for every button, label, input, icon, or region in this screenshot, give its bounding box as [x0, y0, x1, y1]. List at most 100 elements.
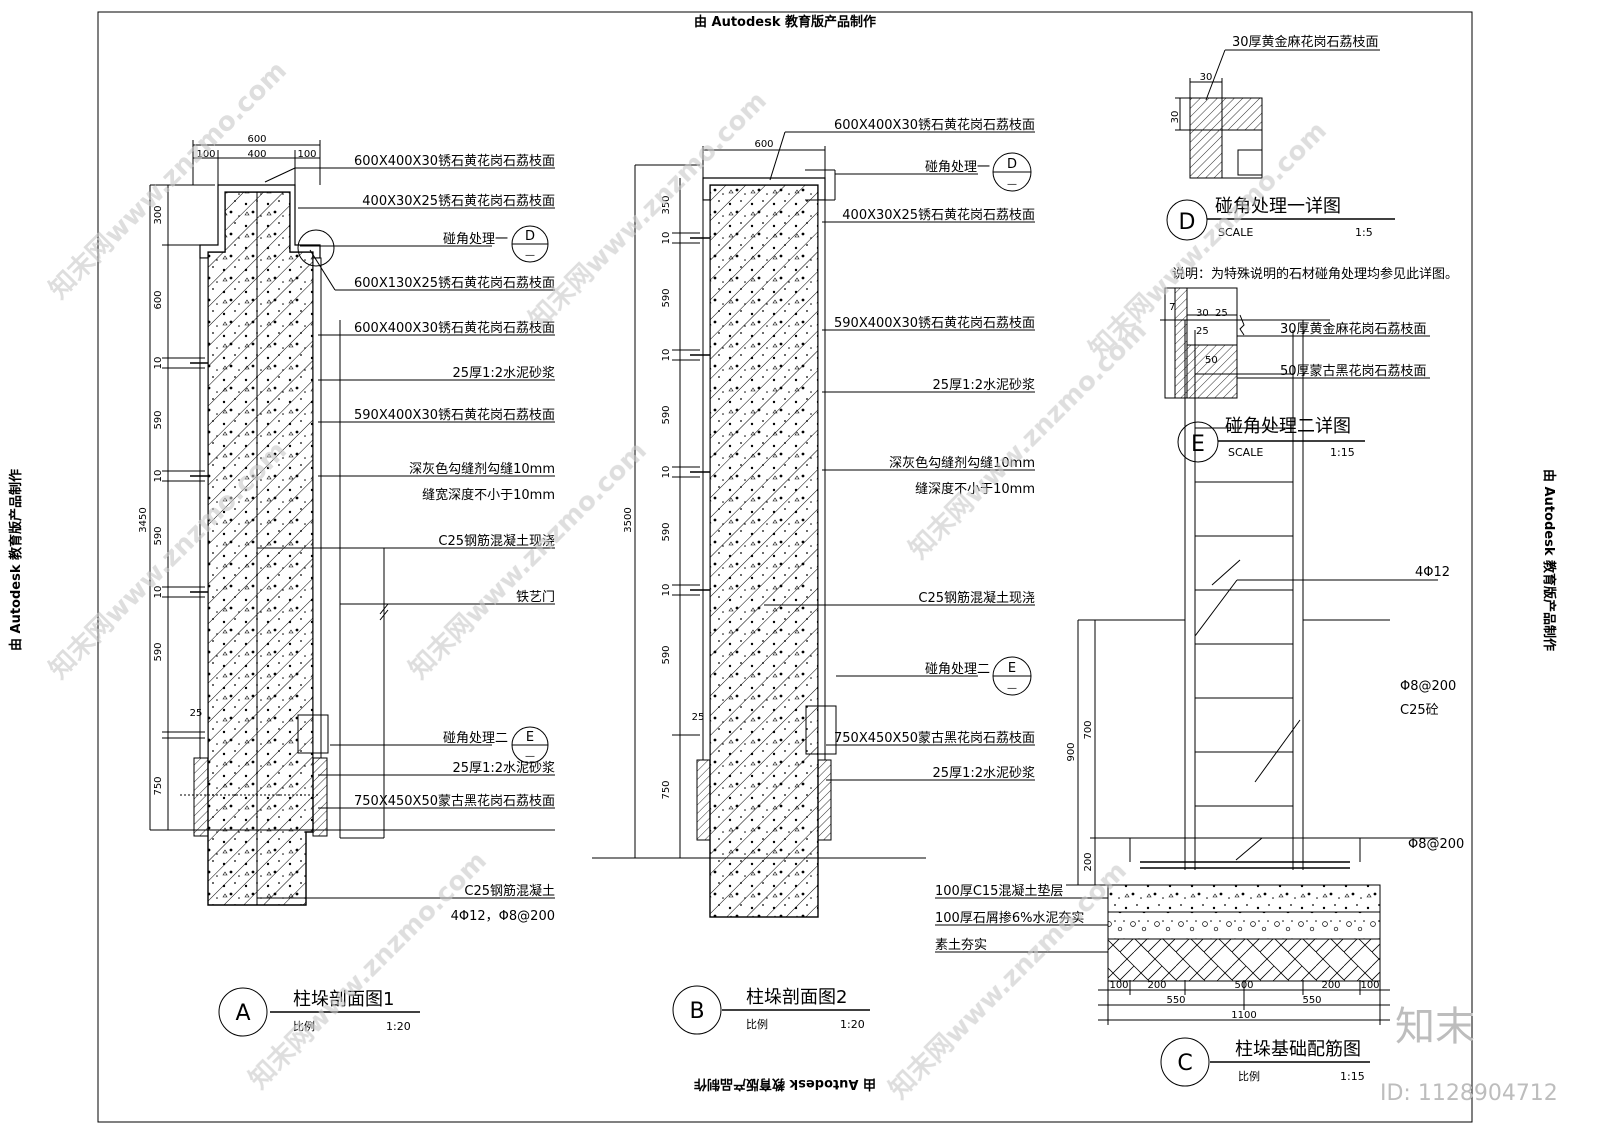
svg-text:25厚1:2水泥砂浆: 25厚1:2水泥砂浆 [453, 761, 555, 776]
svg-text:100厚C15混凝土垫层: 100厚C15混凝土垫层 [935, 883, 1063, 899]
svg-text:50厚蒙古黑花岗石荔枝面: 50厚蒙古黑花岗石荔枝面 [1280, 363, 1427, 379]
svg-text:—: — [525, 250, 535, 261]
svg-text:100: 100 [297, 149, 316, 160]
right-watermark: 由 Autodesk 教育版产品制作 [1541, 469, 1557, 651]
svg-text:C25钢筋混凝土: C25钢筋混凝土 [464, 883, 555, 899]
callout-d-a[interactable]: D — [511, 225, 549, 263]
svg-text:25厚1:2水泥砂浆: 25厚1:2水泥砂浆 [453, 366, 555, 381]
svg-text:3450: 3450 [138, 507, 149, 532]
callout-e-a[interactable]: E — [511, 726, 549, 764]
svg-text:E: E [526, 730, 534, 745]
svg-text:590: 590 [153, 526, 164, 545]
svg-text:深灰色勾缝剂勾缝10mm: 深灰色勾缝剂勾缝10mm [409, 461, 555, 477]
bottom-watermark: 由 Autodesk 教育版产品制作 [694, 1076, 876, 1092]
callout-e-b[interactable]: E — [992, 656, 1032, 696]
svg-text:600X400X30锈石黄花岗石荔枝面: 600X400X30锈石黄花岗石荔枝面 [354, 153, 555, 169]
svg-text:100厚石屑掺6%水泥夯实: 100厚石屑掺6%水泥夯实 [935, 910, 1084, 926]
svg-text:600: 600 [247, 134, 266, 145]
svg-text:比例: 比例 [293, 1019, 315, 1033]
top-watermark: 由 Autodesk 教育版产品制作 [694, 14, 876, 30]
detail-b-section: 600 350 10 590 10 590 10 590 10 590 25 7… [592, 117, 1035, 1035]
svg-text:400: 400 [247, 149, 266, 160]
svg-text:—: — [525, 751, 535, 762]
svg-text:C25钢筋混凝土现浇: C25钢筋混凝土现浇 [438, 533, 555, 549]
svg-text:100: 100 [1360, 980, 1379, 991]
svg-text:E: E [1191, 432, 1205, 457]
svg-text:200: 200 [1147, 980, 1166, 991]
svg-text:30: 30 [1170, 111, 1181, 124]
svg-text:比例: 比例 [1238, 1069, 1260, 1083]
svg-text:25: 25 [1196, 326, 1209, 337]
svg-text:3500: 3500 [623, 507, 634, 532]
svg-text:30: 30 [1200, 72, 1213, 83]
svg-text:比例: 比例 [746, 1017, 768, 1031]
svg-text:1:5: 1:5 [1355, 226, 1373, 239]
svg-text:590: 590 [661, 645, 672, 664]
svg-text:7: 7 [1169, 302, 1175, 313]
znzmo-logo: 知末 [1395, 1004, 1475, 1050]
svg-text:1100: 1100 [1231, 1010, 1256, 1021]
svg-text:350: 350 [661, 195, 672, 214]
svg-text:25: 25 [692, 712, 705, 723]
svg-text:Φ8@200: Φ8@200 [1400, 679, 1456, 694]
svg-text:4Φ12，Φ8@200: 4Φ12，Φ8@200 [451, 909, 555, 924]
svg-text:A: A [235, 1001, 250, 1026]
svg-text:—: — [1007, 179, 1017, 190]
svg-text:750X450X50蒙古黑花岗石荔枝面: 750X450X50蒙古黑花岗石荔枝面 [834, 730, 1035, 746]
svg-text:200: 200 [1083, 852, 1094, 871]
svg-text:10: 10 [153, 470, 164, 483]
callout-d-b[interactable]: D — [992, 152, 1032, 192]
svg-text:SCALE: SCALE [1228, 446, 1263, 459]
svg-text:Φ8@200: Φ8@200 [1408, 837, 1464, 852]
svg-text:590: 590 [153, 642, 164, 661]
svg-text:300: 300 [153, 205, 164, 224]
svg-text:30: 30 [1196, 308, 1209, 319]
svg-text:550: 550 [1302, 995, 1321, 1006]
svg-text:D: D [1007, 157, 1017, 172]
svg-text:100: 100 [1109, 980, 1128, 991]
image-id: ID: 1128904712 [1380, 1081, 1558, 1106]
svg-text:碰角处理二详图: 碰角处理二详图 [1225, 416, 1351, 437]
svg-text:750X450X50蒙古黑花岗石荔枝面: 750X450X50蒙古黑花岗石荔枝面 [354, 793, 555, 809]
svg-text:25: 25 [1215, 308, 1228, 319]
svg-text:1:20: 1:20 [386, 1020, 411, 1033]
svg-text:柱垛剖面图1: 柱垛剖面图1 [293, 989, 394, 1010]
detail-d-note: 说明：为特殊说明的石材碰角处理均参见此详图。 [1172, 266, 1458, 282]
detail-d: 30 30 30厚黄金麻花岗石荔枝面 D 碰角处理一详图 SCALE 1:5 说… [1166, 34, 1458, 282]
svg-text:600: 600 [754, 139, 773, 150]
svg-text:C: C [1177, 1051, 1192, 1076]
svg-text:C25钢筋混凝土现浇: C25钢筋混凝土现浇 [918, 590, 1035, 606]
detail-e: 7 30 25 25 50 30厚黄金麻花岗石荔枝面 50厚蒙古黑花岗石荔枝面 … [1164, 287, 1430, 463]
svg-text:10: 10 [153, 586, 164, 599]
svg-text:200: 200 [1321, 980, 1340, 991]
detail-c: 4Φ12 Φ8@200 C25砼 Φ8@200 100厚C15混凝土垫层 100… [935, 314, 1464, 1087]
detail-a-section: 600 100 400 100 300 600 10 590 10 590 10… [138, 134, 555, 1037]
svg-text:590: 590 [661, 405, 672, 424]
svg-text:碰角处理一详图: 碰角处理一详图 [1215, 196, 1341, 217]
svg-text:D: D [525, 229, 535, 244]
svg-text:590X400X30锈石黄花岗石荔枝面: 590X400X30锈石黄花岗石荔枝面 [354, 407, 555, 423]
svg-text:600X400X30锈石黄花岗石荔枝面: 600X400X30锈石黄花岗石荔枝面 [354, 320, 555, 336]
svg-text:25厚1:2水泥砂浆: 25厚1:2水泥砂浆 [933, 766, 1035, 781]
svg-text:C25砼: C25砼 [1400, 703, 1439, 718]
svg-text:1:20: 1:20 [840, 1018, 865, 1031]
svg-text:—: — [1007, 683, 1017, 694]
svg-text:590: 590 [153, 410, 164, 429]
svg-text:碰角处理二: 碰角处理二 [443, 731, 508, 746]
svg-text:400X30X25锈石黄花岗石荔枝面: 400X30X25锈石黄花岗石荔枝面 [362, 193, 555, 209]
svg-text:SCALE: SCALE [1218, 226, 1253, 239]
svg-text:E: E [1008, 661, 1016, 676]
svg-text:30厚黄金麻花岗石荔枝面: 30厚黄金麻花岗石荔枝面 [1232, 34, 1379, 50]
svg-text:100: 100 [196, 149, 215, 160]
svg-text:碰角处理二: 碰角处理二 [925, 662, 990, 677]
svg-text:深灰色勾缝剂勾缝10mm: 深灰色勾缝剂勾缝10mm [889, 455, 1035, 471]
svg-text:590X400X30锈石黄花岗石荔枝面: 590X400X30锈石黄花岗石荔枝面 [834, 315, 1035, 331]
svg-text:10: 10 [153, 357, 164, 370]
svg-text:550: 550 [1166, 995, 1185, 1006]
svg-text:缝宽深度不小于10mm: 缝宽深度不小于10mm [422, 487, 555, 503]
left-watermark: 由 Autodesk 教育版产品制作 [8, 469, 24, 651]
svg-text:25厚1:2水泥砂浆: 25厚1:2水泥砂浆 [933, 378, 1035, 393]
svg-text:500: 500 [1234, 980, 1253, 991]
svg-text:30厚黄金麻花岗石荔枝面: 30厚黄金麻花岗石荔枝面 [1280, 321, 1427, 337]
